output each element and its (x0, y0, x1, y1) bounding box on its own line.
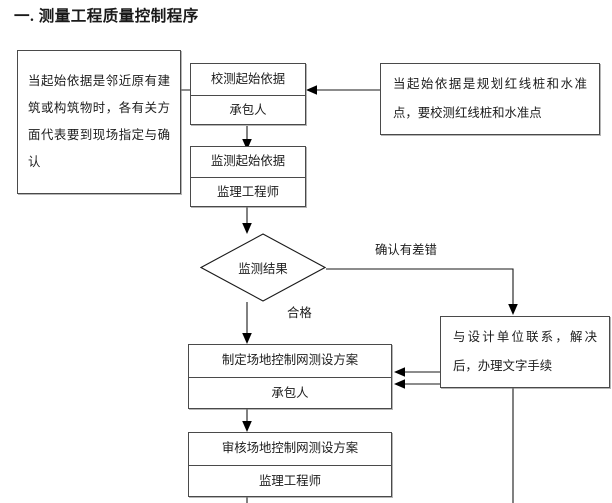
node-make-plan-role: 承包人 (189, 377, 391, 409)
node-check-basis[interactable]: 校测起始依据 承包人 (190, 63, 306, 125)
node-design-contact[interactable]: 与设计单位联系，解决后，办理文字手续 (440, 316, 610, 388)
node-check-basis-action: 校测起始依据 (210, 71, 286, 86)
arrowhead-monitor-to-decision (242, 223, 252, 234)
arrowhead-return-to-makeplan (394, 379, 405, 389)
node-monitor-basis-role: 监理工程师 (191, 177, 305, 207)
node-monitor-basis[interactable]: 监测起始依据 监理工程师 (190, 146, 306, 207)
page-title: 一. 测量工程质量控制程序 (14, 8, 199, 25)
node-decision-result[interactable]: 监测结果 (199, 233, 327, 302)
note-redline-pile: 当起始依据是规划红线桩和水准点，要校测红线桩和水准点 (380, 63, 600, 135)
edge-decision-to-design (326, 268, 514, 307)
node-make-plan[interactable]: 制定场地控制网测设方案 承包人 (188, 344, 392, 409)
edge-label-has-error: 确认有差错 (375, 243, 437, 257)
node-design-contact-text: 与设计单位联系，解决后，办理文字手续 (453, 330, 597, 373)
arrowhead-redline-to-check (306, 85, 317, 95)
note-adjacent-structure-text: 当起始依据是邻近原有建筑或构筑物时，各有关方面代表要到现场指定与确认 (28, 74, 170, 169)
arrowhead-check-to-monitor (242, 139, 252, 150)
arrowhead-decision-to-design (508, 304, 518, 315)
note-adjacent-structure: 当起始依据是邻近原有建筑或构筑物时，各有关方面代表要到现场指定与确认 (17, 50, 181, 194)
node-monitor-basis-action: 监测起始依据 (210, 154, 286, 169)
node-review-plan-role: 监理工程师 (189, 465, 391, 497)
decision-diamond-shape (199, 233, 327, 302)
node-check-basis-role: 承包人 (191, 95, 305, 125)
arrowhead-makeplan-to-review (242, 421, 252, 432)
node-review-plan[interactable]: 审核场地控制网测设方案 监理工程师 (188, 432, 392, 497)
note-redline-pile-text: 当起始依据是规划红线桩和水准点，要校测红线桩和水准点 (393, 77, 587, 120)
edge-return-to-makeplan (404, 383, 514, 503)
node-review-plan-action: 审核场地控制网测设方案 (221, 441, 359, 456)
node-make-plan-action: 制定场地控制网测设方案 (221, 353, 359, 368)
arrowhead-design-to-makeplan (394, 367, 405, 377)
edge-label-qualified: 合格 (287, 306, 312, 320)
arrowhead-decision-to-makeplan (242, 333, 252, 344)
